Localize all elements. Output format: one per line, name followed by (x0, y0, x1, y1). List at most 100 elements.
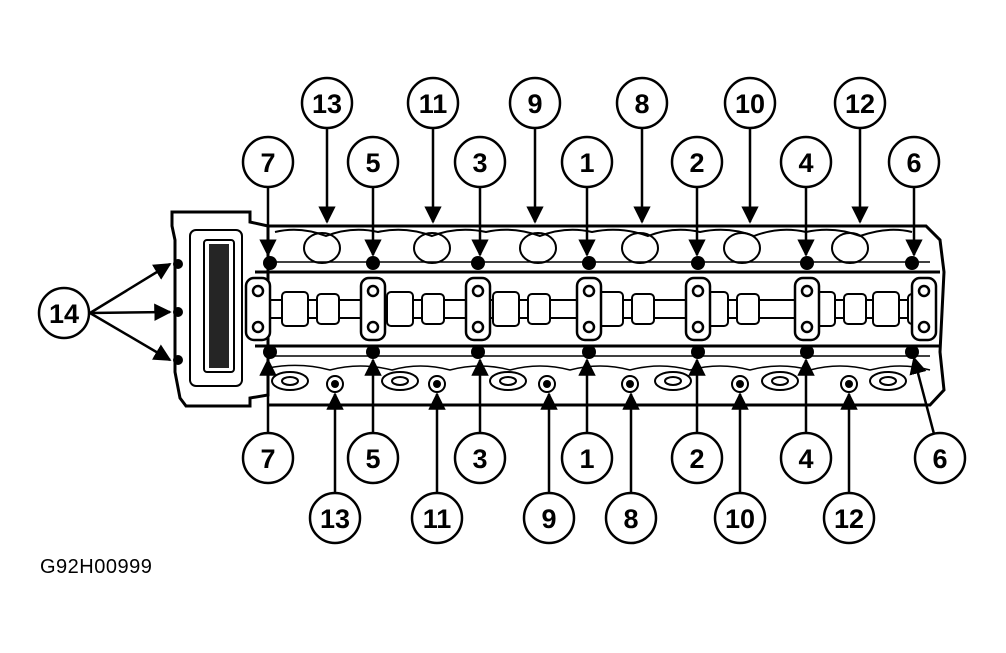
cap-bolt-hole (471, 320, 485, 334)
cam-lobe (872, 291, 900, 327)
callout-bottom-12: 12 (822, 491, 876, 545)
callout-bottom-10-label: 10 (725, 504, 755, 534)
cam-lobe (281, 291, 309, 327)
callout-bottom-13: 13 (308, 491, 362, 545)
callout-top-13-ring (300, 76, 354, 130)
callout-upper-5: 5 (346, 135, 400, 189)
end-cover-bolt (173, 355, 183, 365)
intake-port (519, 232, 557, 264)
cam-lobe (421, 293, 445, 325)
callout-lower-1-ring (560, 431, 614, 485)
figure-id: G92H00999 (40, 556, 153, 578)
callout-lower-2: 2 (670, 431, 724, 485)
bearing-caps (244, 276, 938, 342)
callout-bottom-10: 10 (713, 491, 767, 545)
bearing-cap (910, 276, 938, 342)
callout-top-12: 12 (833, 76, 887, 130)
head-bolt (800, 345, 814, 359)
callout-upper-3-label: 3 (472, 148, 487, 178)
exhaust-port (381, 371, 419, 391)
callout-upper-1: 1 (560, 135, 614, 189)
head-bolt (263, 256, 277, 270)
callout-top-13: 13 (300, 76, 354, 130)
cap-bolt-hole (800, 284, 814, 298)
head-bolt (366, 256, 380, 270)
callout-top-12-ring (833, 76, 887, 130)
callout-lower-2-ring (670, 431, 724, 485)
head-bolt (691, 345, 705, 359)
exhaust-port-inner (771, 376, 789, 386)
exhaust-port-inner (879, 376, 897, 386)
callout-upper-4-label: 4 (798, 148, 813, 178)
cap-bolt-hole (582, 284, 596, 298)
head-bolt (800, 256, 814, 270)
cam-lobes (281, 291, 931, 327)
intake-port (621, 232, 659, 264)
callout-upper-6: 6 (887, 135, 941, 189)
callout-upper-1-label: 1 (579, 148, 594, 178)
callout-lower-4-label: 4 (798, 444, 813, 474)
bearing-cap (464, 276, 492, 342)
head-bolts (173, 256, 919, 393)
head-bolt (471, 345, 485, 359)
callout-side-14-ring (37, 286, 91, 340)
bearing-cap (684, 276, 712, 342)
head-bolt (263, 345, 277, 359)
callout-bottom-11: 11 (410, 491, 464, 545)
callout-side-14-label: 14 (49, 299, 79, 329)
bearing-cap (244, 276, 272, 342)
callout-upper-6-ring (887, 135, 941, 189)
callout-lower-3-label: 3 (472, 444, 487, 474)
callout-top-8-label: 8 (634, 89, 649, 119)
small-bolt-center (543, 380, 551, 388)
callout-bottom-9-label: 9 (541, 504, 556, 534)
small-bolt-center (433, 380, 441, 388)
head-bolt (691, 256, 705, 270)
callout-upper-3: 3 (453, 135, 507, 189)
head-bolt (366, 345, 380, 359)
callout-bottom-9: 9 (522, 491, 576, 545)
callout-lower-4-ring (779, 431, 833, 485)
callout-lower-6-label: 6 (932, 444, 947, 474)
callout-top-10: 10 (723, 76, 777, 130)
callout-bottom-8: 8 (604, 491, 658, 545)
callout-lower-7-ring (241, 431, 295, 485)
callout-bottom-11-label: 11 (423, 504, 452, 534)
small-bolt-center (626, 380, 634, 388)
callout-upper-6-label: 6 (906, 148, 921, 178)
callout-top-12-label: 12 (845, 89, 875, 119)
callout-lower-5-label: 5 (365, 444, 380, 474)
cap-bolt-hole (251, 320, 265, 334)
small-bolt-center (331, 380, 339, 388)
head-bolt (905, 345, 919, 359)
leader-side-14 (89, 262, 172, 315)
callout-lower-4: 4 (779, 431, 833, 485)
callout-top-9-label: 9 (527, 89, 542, 119)
callout-bottom-10-ring (713, 491, 767, 545)
callout-top-11: 11 (406, 76, 460, 130)
leader-lower-6 (909, 356, 936, 435)
callout-top-8: 8 (615, 76, 669, 130)
intake-port (723, 232, 761, 264)
callout-lower-1: 1 (560, 431, 614, 485)
end-cover-bolt (173, 307, 183, 317)
cap-bolt-hole (800, 320, 814, 334)
callout-lower-1-label: 1 (579, 444, 594, 474)
callout-upper-3-ring (453, 135, 507, 189)
intake-port (413, 232, 451, 264)
exhaust-port (489, 371, 527, 391)
callout-upper-7: 7 (241, 135, 295, 189)
leader-side-14 (89, 311, 172, 362)
cap-bolt-hole (251, 284, 265, 298)
callout-upper-5-label: 5 (365, 148, 380, 178)
callout-upper-2: 2 (670, 135, 724, 189)
bearing-cap (793, 276, 821, 342)
cam-lobe (386, 291, 414, 327)
exhaust-port (869, 371, 907, 391)
callout-top-8-ring (615, 76, 669, 130)
callout-upper-2-label: 2 (689, 148, 704, 178)
exhaust-port (271, 371, 309, 391)
callout-bottom-8-label: 8 (623, 504, 638, 534)
callout-top-9: 9 (508, 76, 562, 130)
